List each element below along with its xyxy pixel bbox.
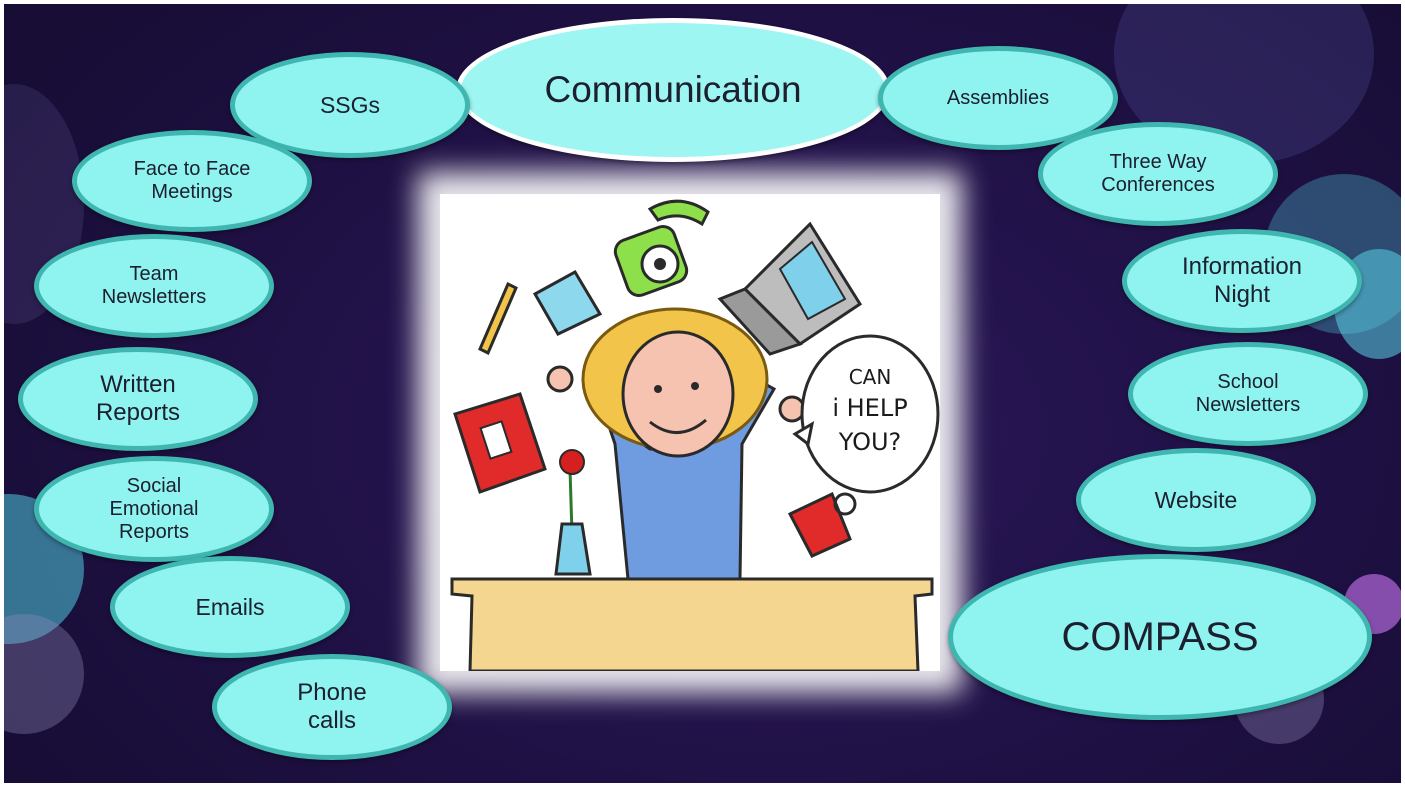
- node-website: Website: [1076, 448, 1316, 552]
- node-social-emotional-reports: Social Emotional Reports: [34, 456, 274, 562]
- laptop: [717, 221, 863, 356]
- node-assemblies: Assemblies: [878, 46, 1118, 150]
- desk: [450, 577, 934, 671]
- speech-line-1: CAN: [849, 365, 892, 389]
- illustration-drawing: CAN i HELP YOU?: [450, 199, 940, 671]
- node-compass: COMPASS: [948, 554, 1372, 720]
- person-face: [621, 330, 735, 458]
- node-face-to-face-meetings: Face to Face Meetings: [72, 130, 312, 232]
- center-node-communication: Communication: [456, 18, 890, 162]
- telephone: [613, 199, 710, 297]
- pencil: [478, 281, 518, 356]
- node-phone-calls: Phone calls: [212, 654, 452, 760]
- node-school-newsletters: School Newsletters: [1128, 342, 1368, 446]
- speech-bubble: CAN i HELP YOU?: [792, 334, 940, 494]
- speech-line-3: YOU?: [838, 428, 902, 456]
- note-paper: [532, 269, 603, 336]
- node-ssgs: SSGs: [230, 52, 470, 158]
- red-mug: [787, 491, 857, 558]
- node-information-night: Information Night: [1122, 229, 1362, 333]
- node-three-way-conferences: Three Way Conferences: [1038, 122, 1278, 226]
- speech-line-2: i HELP: [832, 394, 907, 422]
- bokeh-decoration: [4, 614, 84, 734]
- flower-vase: [554, 449, 592, 576]
- juggling-person-illustration: CAN i HELP YOU?: [440, 194, 940, 671]
- slide: CAN i HELP YOU? Communication S: [4, 4, 1401, 783]
- red-book: [453, 392, 547, 494]
- node-written-reports: Written Reports: [18, 347, 258, 451]
- node-team-newsletters: Team Newsletters: [34, 234, 274, 338]
- node-emails: Emails: [110, 556, 350, 658]
